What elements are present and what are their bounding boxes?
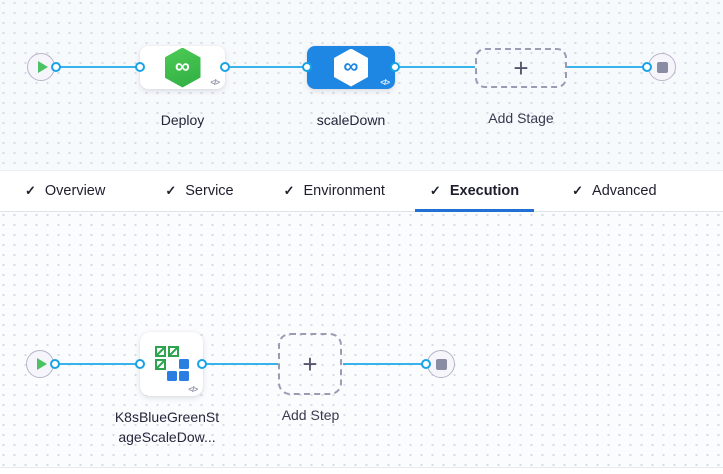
- tab-label: Service: [185, 183, 234, 199]
- tab-environment[interactable]: ✓ Environment: [284, 171, 385, 211]
- tab-overview[interactable]: ✓ Overview: [25, 171, 105, 211]
- deployment-hexagon-icon: ∞: [164, 47, 201, 88]
- connector-port: [390, 62, 400, 72]
- stage-node-scaledown[interactable]: ∞ </>: [307, 46, 395, 89]
- code-icon[interactable]: </>: [210, 78, 220, 87]
- plus-icon: +: [513, 53, 529, 83]
- connector-port: [50, 359, 60, 369]
- connector-line: [202, 363, 278, 365]
- play-icon: [36, 358, 47, 370]
- connector-line: [567, 66, 648, 68]
- play-icon: [37, 61, 48, 73]
- check-icon: ✓: [429, 183, 441, 198]
- stop-icon: [435, 358, 447, 370]
- connector-port: [197, 359, 207, 369]
- tab-service[interactable]: ✓ Service: [165, 171, 233, 211]
- connector-line: [225, 66, 307, 68]
- add-stage-button[interactable]: +: [475, 48, 567, 88]
- add-step-label: Add Step: [281, 407, 340, 423]
- connector-port: [51, 62, 61, 72]
- add-step-button[interactable]: +: [278, 333, 342, 395]
- connector-port: [421, 359, 431, 369]
- connector-line: [395, 66, 475, 68]
- pipeline-end-node: [648, 53, 676, 81]
- tab-label: Environment: [303, 183, 385, 199]
- stage-config-tabbar: ✓ Overview ✓ Service ✓ Environment ✓ Exe…: [0, 170, 723, 212]
- execution-end-node: [427, 350, 455, 378]
- execution-graph-canvas: </> + K8sBlueGreenSt ageScaleDow... Add …: [0, 212, 723, 467]
- stage-label-scaledown: scaleDown: [316, 112, 386, 128]
- tab-label: Advanced: [592, 183, 657, 199]
- code-icon[interactable]: </>: [380, 78, 390, 87]
- connector-port: [220, 62, 230, 72]
- connector-line: [343, 363, 426, 365]
- tab-advanced[interactable]: ✓ Advanced: [572, 171, 656, 211]
- pipeline-start-node: [27, 53, 55, 81]
- tab-label: Execution: [449, 183, 520, 199]
- connector-line: [56, 66, 140, 68]
- stage-node-deploy[interactable]: ∞ </>: [140, 46, 225, 89]
- step-label-k8s-bluegreen-scaledown: K8sBlueGreenSt ageScaleDow...: [114, 409, 220, 445]
- stage-label-deploy: Deploy: [160, 112, 205, 128]
- tab-execution[interactable]: ✓ Execution: [414, 171, 535, 212]
- check-icon: ✓: [25, 183, 36, 198]
- connector-line: [55, 363, 140, 365]
- stage-graph-canvas: ∞ </> ∞ </> + Deploy scaleDown Add Stage: [0, 0, 723, 170]
- deployment-hexagon-icon: ∞: [334, 48, 368, 87]
- connector-port: [642, 62, 652, 72]
- step-node-k8s-bluegreen-scaledown[interactable]: </>: [140, 332, 203, 396]
- check-icon: ✓: [165, 183, 177, 198]
- execution-start-node: [26, 350, 54, 378]
- check-icon: ✓: [572, 183, 584, 198]
- connector-port: [302, 62, 312, 72]
- plus-icon: +: [302, 349, 318, 379]
- check-icon: ✓: [283, 183, 295, 198]
- k8s-bluegreen-scaledown-icon: [154, 346, 189, 381]
- connector-port: [135, 359, 145, 369]
- tab-label: Overview: [44, 183, 106, 199]
- add-stage-label: Add Stage: [488, 110, 554, 126]
- stop-icon: [656, 61, 668, 73]
- connector-port: [135, 62, 145, 72]
- footer-strip: [0, 467, 723, 474]
- code-icon[interactable]: </>: [188, 385, 198, 394]
